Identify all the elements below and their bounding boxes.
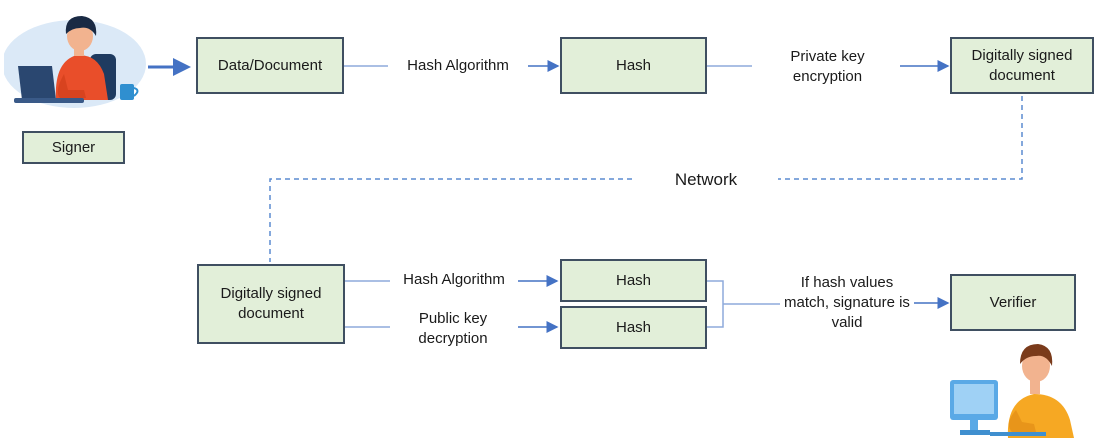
signer-illustration (4, 16, 146, 108)
hash-box-bottom-2: Hash (560, 306, 707, 349)
signer-label: Signer (51, 138, 96, 156)
hash-match-note: If hash values match, signature is valid (780, 272, 914, 334)
digitally-signed-document-box-bottom: Digitally signed document (197, 264, 345, 344)
hash-box-bottom-1: Hash (560, 259, 707, 302)
hash-box-top: Hash (560, 37, 707, 94)
data-document-label: Data/Document (217, 56, 323, 74)
hash-label: Hash (615, 56, 652, 74)
network-label: Network (636, 169, 776, 191)
signer-label-box: Signer (22, 131, 125, 164)
hash-algorithm-label-bottom: Hash Algorithm (390, 268, 518, 292)
hash-algorithm-label-top: Hash Algorithm (388, 54, 528, 78)
data-document-box: Data/Document (196, 37, 344, 94)
hash-merge-bracket (707, 280, 780, 328)
network-dashed-path (269, 96, 1023, 262)
verifier-illustration (950, 344, 1074, 438)
digitally-signed-document-box-top: Digitally signed document (950, 37, 1094, 94)
private-key-encryption-label: Private key encryption (755, 46, 900, 88)
public-key-decryption-label: Public key decryption (398, 308, 508, 350)
verifier-box: Verifier (950, 274, 1076, 331)
